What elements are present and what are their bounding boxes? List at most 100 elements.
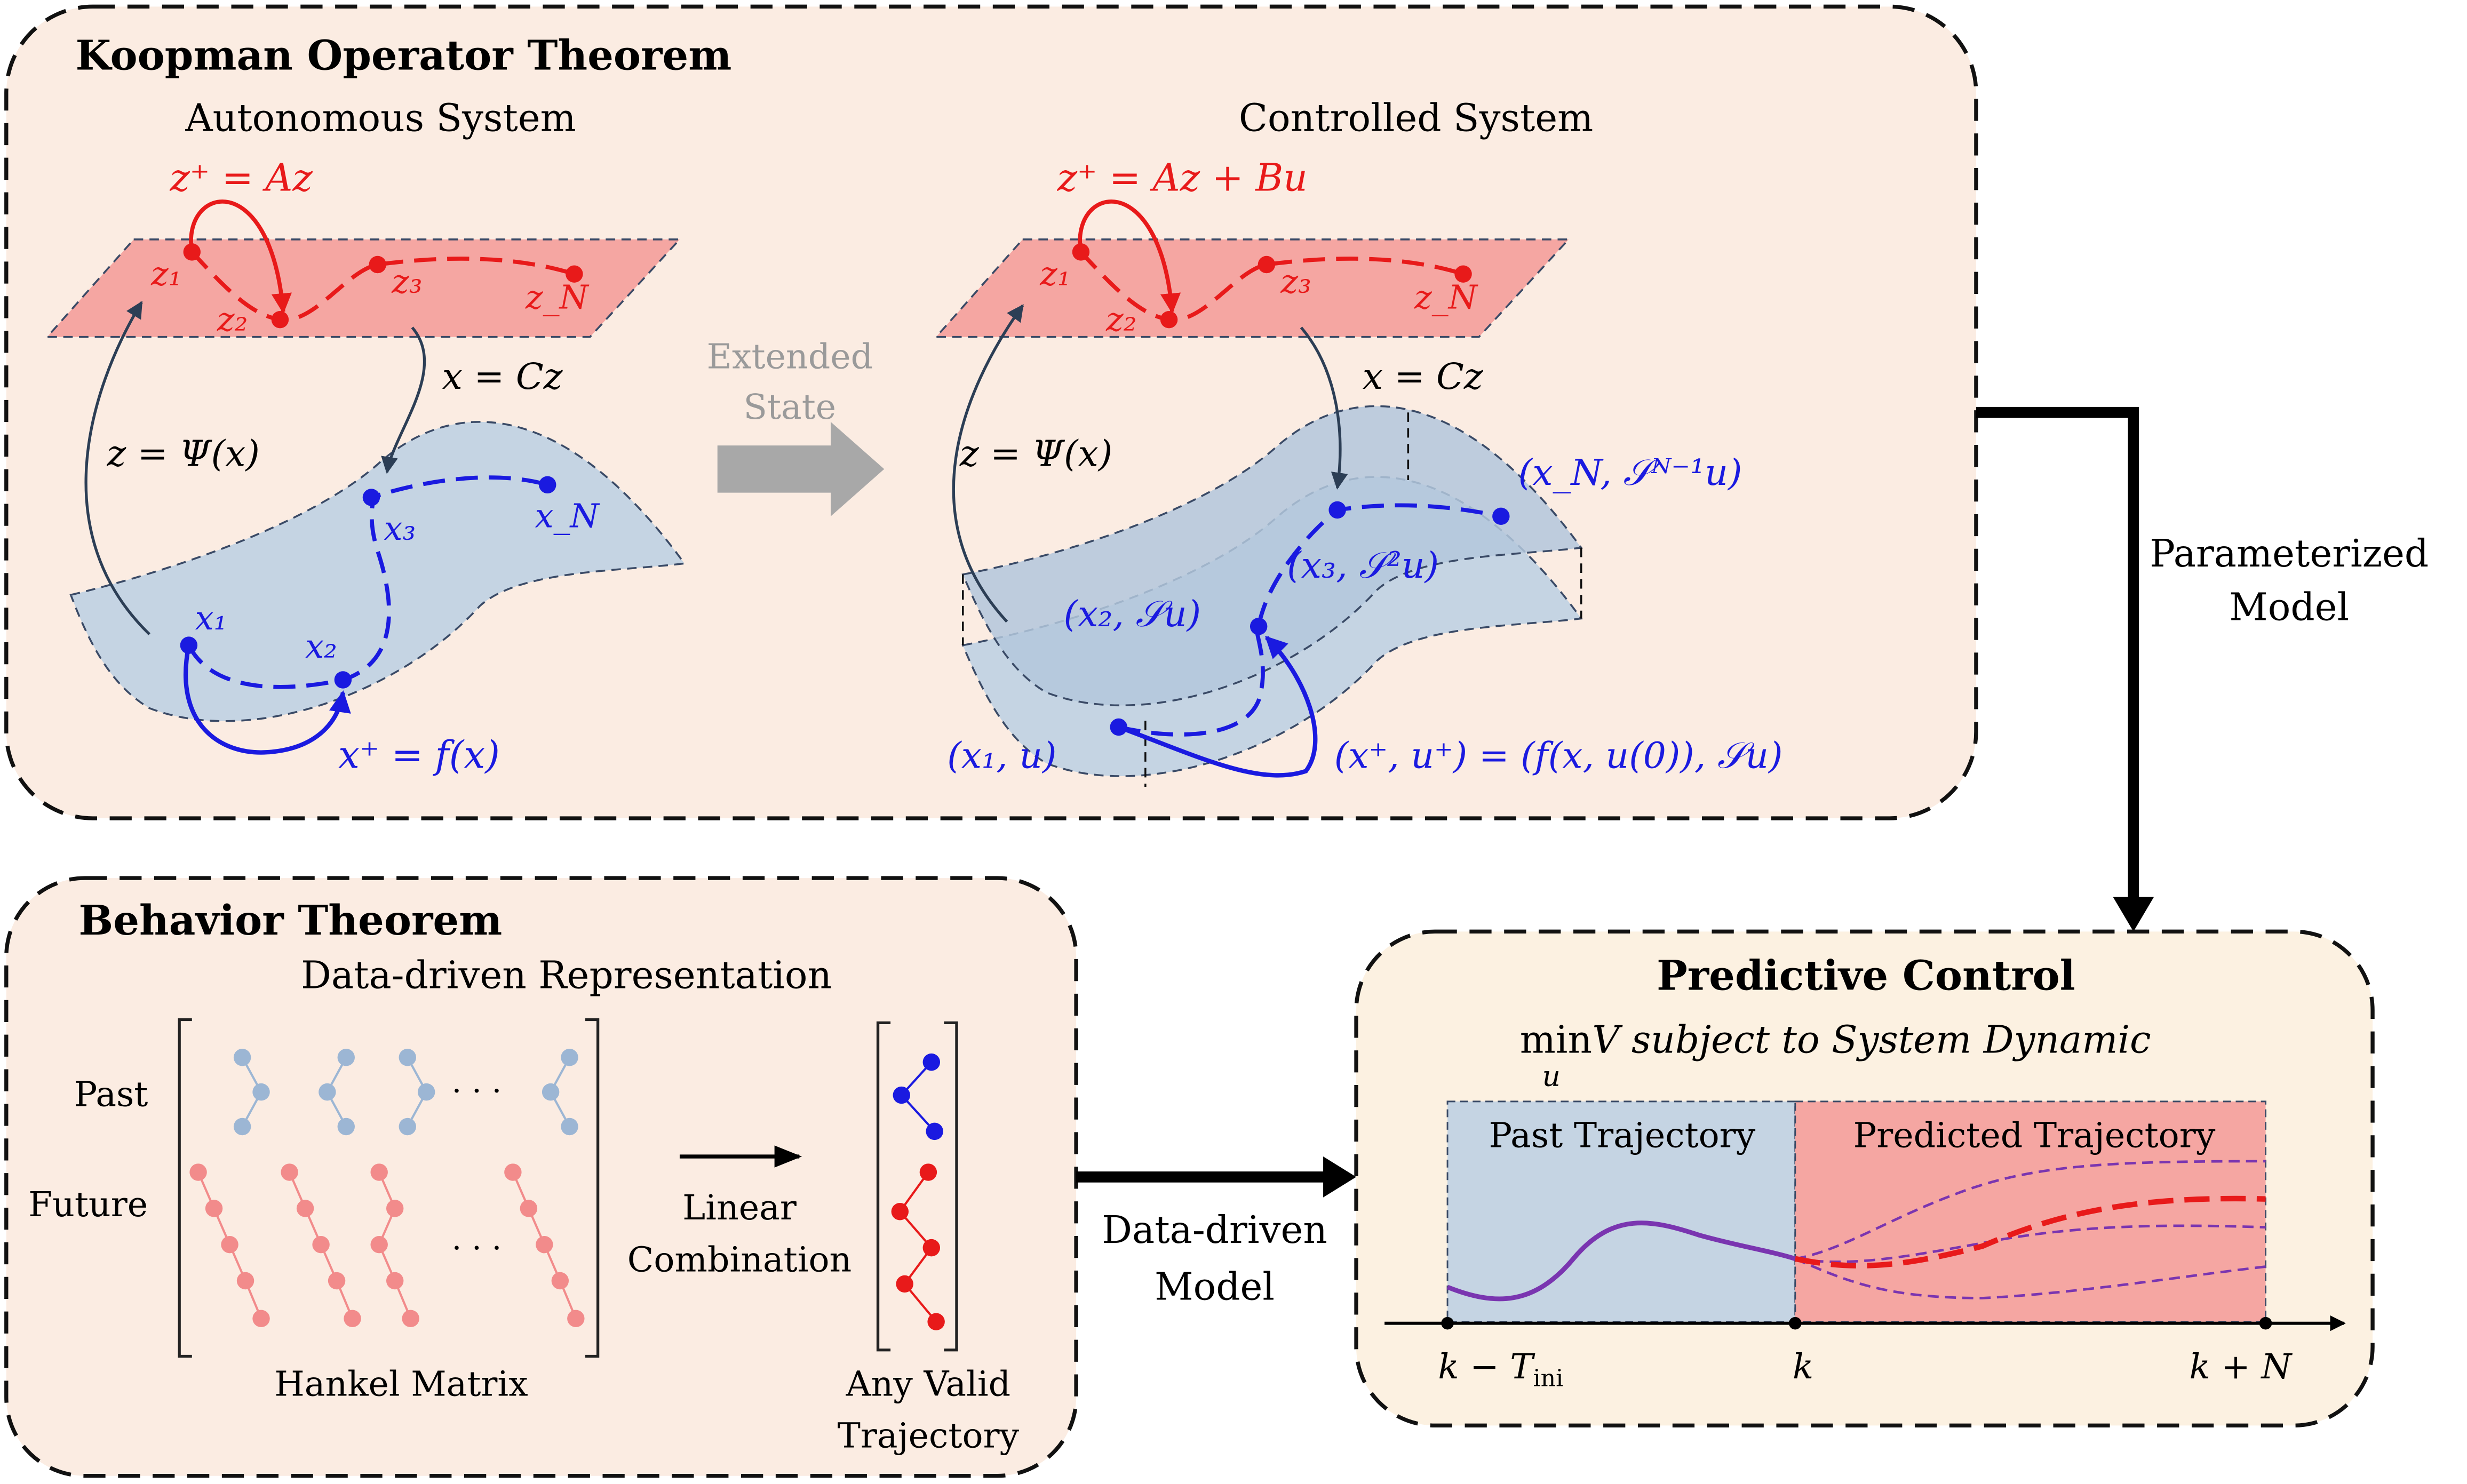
extended-state-label-1: Extended — [707, 337, 873, 377]
valid-past-point — [922, 1053, 941, 1071]
controlled-heading: Controlled System — [1239, 95, 1593, 140]
controlled-system: Controlled System z⁺ = Az + Bu z₁ z₂ z₃ … — [934, 95, 1783, 787]
behavior-panel: Behavior Theorem Data-driven Representat… — [4, 876, 1078, 1478]
valid-trajectory-column — [891, 1053, 945, 1330]
z3-point — [369, 256, 386, 274]
valid-future-point — [896, 1275, 913, 1293]
autonomous-eq-top: z⁺ = Az — [169, 155, 313, 200]
past-trajectory-region — [1446, 1100, 1796, 1323]
behavior-subtitle: Data-driven Representation — [301, 953, 832, 998]
autonomous-projection-label: x = Cz — [442, 355, 563, 397]
hankel-future-col-1-point — [221, 1235, 238, 1254]
linear-combination-label-1: Linear — [682, 1188, 797, 1228]
hankel-past-col-4-point — [561, 1118, 578, 1136]
controlled-red-step-arrow — [1078, 200, 1181, 314]
xN-label: x_N — [535, 497, 600, 535]
behavior-title: Behavior Theorem — [78, 897, 502, 945]
controlled-eq-bottom: (x⁺, u⁺) = (f(x, u(0)), 𝒮u) — [1334, 735, 1783, 777]
state1-label: (x₁, u) — [947, 735, 1056, 777]
extended-state-arrow: Extended State — [707, 337, 885, 516]
x2-label: x₂ — [305, 627, 337, 666]
czN-point — [1454, 265, 1472, 283]
hankel-matrix-label: Hankel Matrix — [274, 1364, 528, 1404]
controlled-red-trajectory — [1079, 250, 1464, 322]
koopman-panel: Koopman Operator Theorem Autonomous Syst… — [4, 4, 1978, 820]
hankel-past-col-3-point — [399, 1049, 417, 1066]
controlled-blue-step-arrow — [1118, 635, 1318, 778]
tick-k-plus-n — [2259, 1317, 2272, 1330]
z1-point — [183, 243, 201, 261]
controlled-projection-arrow — [1300, 326, 1348, 490]
prediction-middle-bound — [1795, 1224, 2266, 1263]
state2-label: (x₂, 𝒮u) — [1064, 593, 1201, 635]
predictive-panel: Predictive Control min u V subject to Sy… — [1354, 929, 2375, 1428]
hankel-future-col-1-point — [205, 1200, 223, 1217]
valid-future-point — [891, 1203, 909, 1220]
tick-label-ini: ini — [1533, 1365, 1564, 1392]
hankel-past-col-3-point — [399, 1118, 417, 1136]
valid-future-point — [922, 1239, 941, 1257]
data-driven-model-label-2: Model — [1155, 1264, 1275, 1309]
hankel-dots-future: · · · — [452, 1230, 502, 1266]
autonomous-blue-step-arrow — [184, 644, 351, 755]
hankel-past-col-1-point — [233, 1049, 251, 1066]
valid-future-point — [919, 1163, 937, 1181]
hankel-future-col-4-point — [536, 1235, 553, 1254]
hankel-future-col-3-point — [370, 1163, 388, 1181]
parameterized-model-label-1: Parameterized — [2150, 531, 2429, 576]
predicted-trajectory-region — [1794, 1100, 2267, 1323]
hankel-future-col-2-point — [328, 1272, 346, 1290]
hankel-future-col-2-point — [312, 1235, 330, 1254]
cz3-point — [1258, 256, 1276, 274]
extended-state-label-2: State — [744, 387, 837, 427]
parameterized-model-line — [1976, 406, 2139, 900]
valid-trajectory-label-1: Any Valid — [846, 1364, 1010, 1404]
stateN-point — [1492, 507, 1510, 525]
controlled-eq-top: z⁺ = Az + Bu — [1057, 155, 1308, 200]
autonomous-blue-trajectory — [187, 475, 548, 689]
state2-point — [1250, 618, 1268, 635]
hankel-future-col-3-point — [386, 1200, 404, 1217]
valid-trajectory-label-2: Trajectory — [838, 1416, 1020, 1456]
hankel-future-col-4-point — [551, 1272, 569, 1290]
parameterized-model-arrowhead — [2113, 897, 2154, 932]
autonomous-state-surface — [69, 421, 687, 722]
hankel-past-col-2-point — [337, 1118, 355, 1136]
x1-point — [180, 636, 198, 654]
controlled-lift-arrow — [952, 304, 1024, 623]
cz1-label: z₁ — [1039, 254, 1070, 293]
koopman-title: Koopman Operator Theorem — [76, 31, 732, 79]
z2-label: z₂ — [217, 300, 248, 339]
data-driven-model-arrowhead — [1323, 1156, 1357, 1198]
state3-label: (x₃, 𝒮²u) — [1287, 544, 1439, 586]
autonomous-lift-arrow — [84, 301, 151, 635]
valid-past-point — [893, 1086, 910, 1104]
tick-k — [1788, 1317, 1802, 1330]
valid-past-point — [926, 1122, 943, 1140]
prediction-lower-bound — [1794, 1257, 2266, 1299]
tick-k-minus-tini — [1441, 1317, 1454, 1330]
x3-point — [362, 489, 380, 506]
hankel-future-col-4-point — [567, 1310, 585, 1328]
hankel-dots-past: · · · — [452, 1072, 502, 1109]
hankel-future-col-2-point — [281, 1163, 298, 1181]
stateN-label: (x_N, 𝒮ᴺ⁻¹u) — [1518, 451, 1742, 493]
objective-min: min — [1520, 1017, 1592, 1062]
past-trajectory-label: Past Trajectory — [1489, 1115, 1755, 1155]
hankel-past-col-1-point — [252, 1083, 270, 1101]
hankel-future-col-1-point — [252, 1310, 270, 1328]
predictive-title: Predictive Control — [1657, 952, 2075, 1000]
data-driven-model-link: Data-driven Model — [1076, 1156, 1357, 1309]
hankel-past-col-2-point — [319, 1083, 336, 1101]
hankel-future-col-4-point — [520, 1200, 538, 1217]
z2-point — [271, 310, 289, 329]
autonomous-lift-label: z = Ψ(x) — [107, 432, 260, 474]
hankel-future-col-2-point — [344, 1310, 361, 1328]
autonomous-eq-bottom: x⁺ = f(x) — [338, 733, 500, 777]
autonomous-red-step-arrow — [189, 200, 292, 314]
hankel-past-col-4-point — [542, 1083, 560, 1101]
cz2-label: z₂ — [1105, 300, 1136, 339]
x3-label: x₃ — [384, 509, 416, 548]
parameterized-model-link: Parameterized Model — [1976, 406, 2429, 932]
x2-point — [334, 671, 352, 689]
